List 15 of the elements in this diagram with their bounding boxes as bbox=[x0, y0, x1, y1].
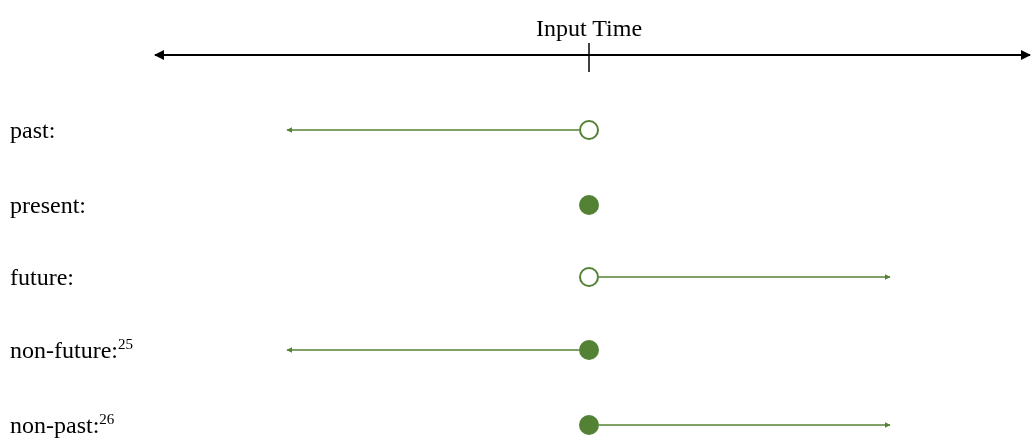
open-circle bbox=[579, 267, 599, 287]
open-circle bbox=[579, 120, 599, 140]
arrow bbox=[598, 274, 891, 280]
row-label: non-future:$^{25}$ bbox=[10, 336, 133, 364]
arrow bbox=[286, 127, 580, 133]
filled-circle bbox=[579, 415, 599, 435]
arrow bbox=[598, 422, 891, 428]
row-label: present: bbox=[10, 191, 86, 219]
filled-circle bbox=[579, 195, 599, 215]
axis-label: Input Time bbox=[536, 14, 643, 42]
filled-circle bbox=[579, 340, 599, 360]
arrow bbox=[286, 347, 580, 353]
row-label: past: bbox=[10, 116, 56, 144]
row-label: non-past:$^{26}$ bbox=[10, 411, 115, 439]
row-label: future: bbox=[10, 263, 74, 291]
